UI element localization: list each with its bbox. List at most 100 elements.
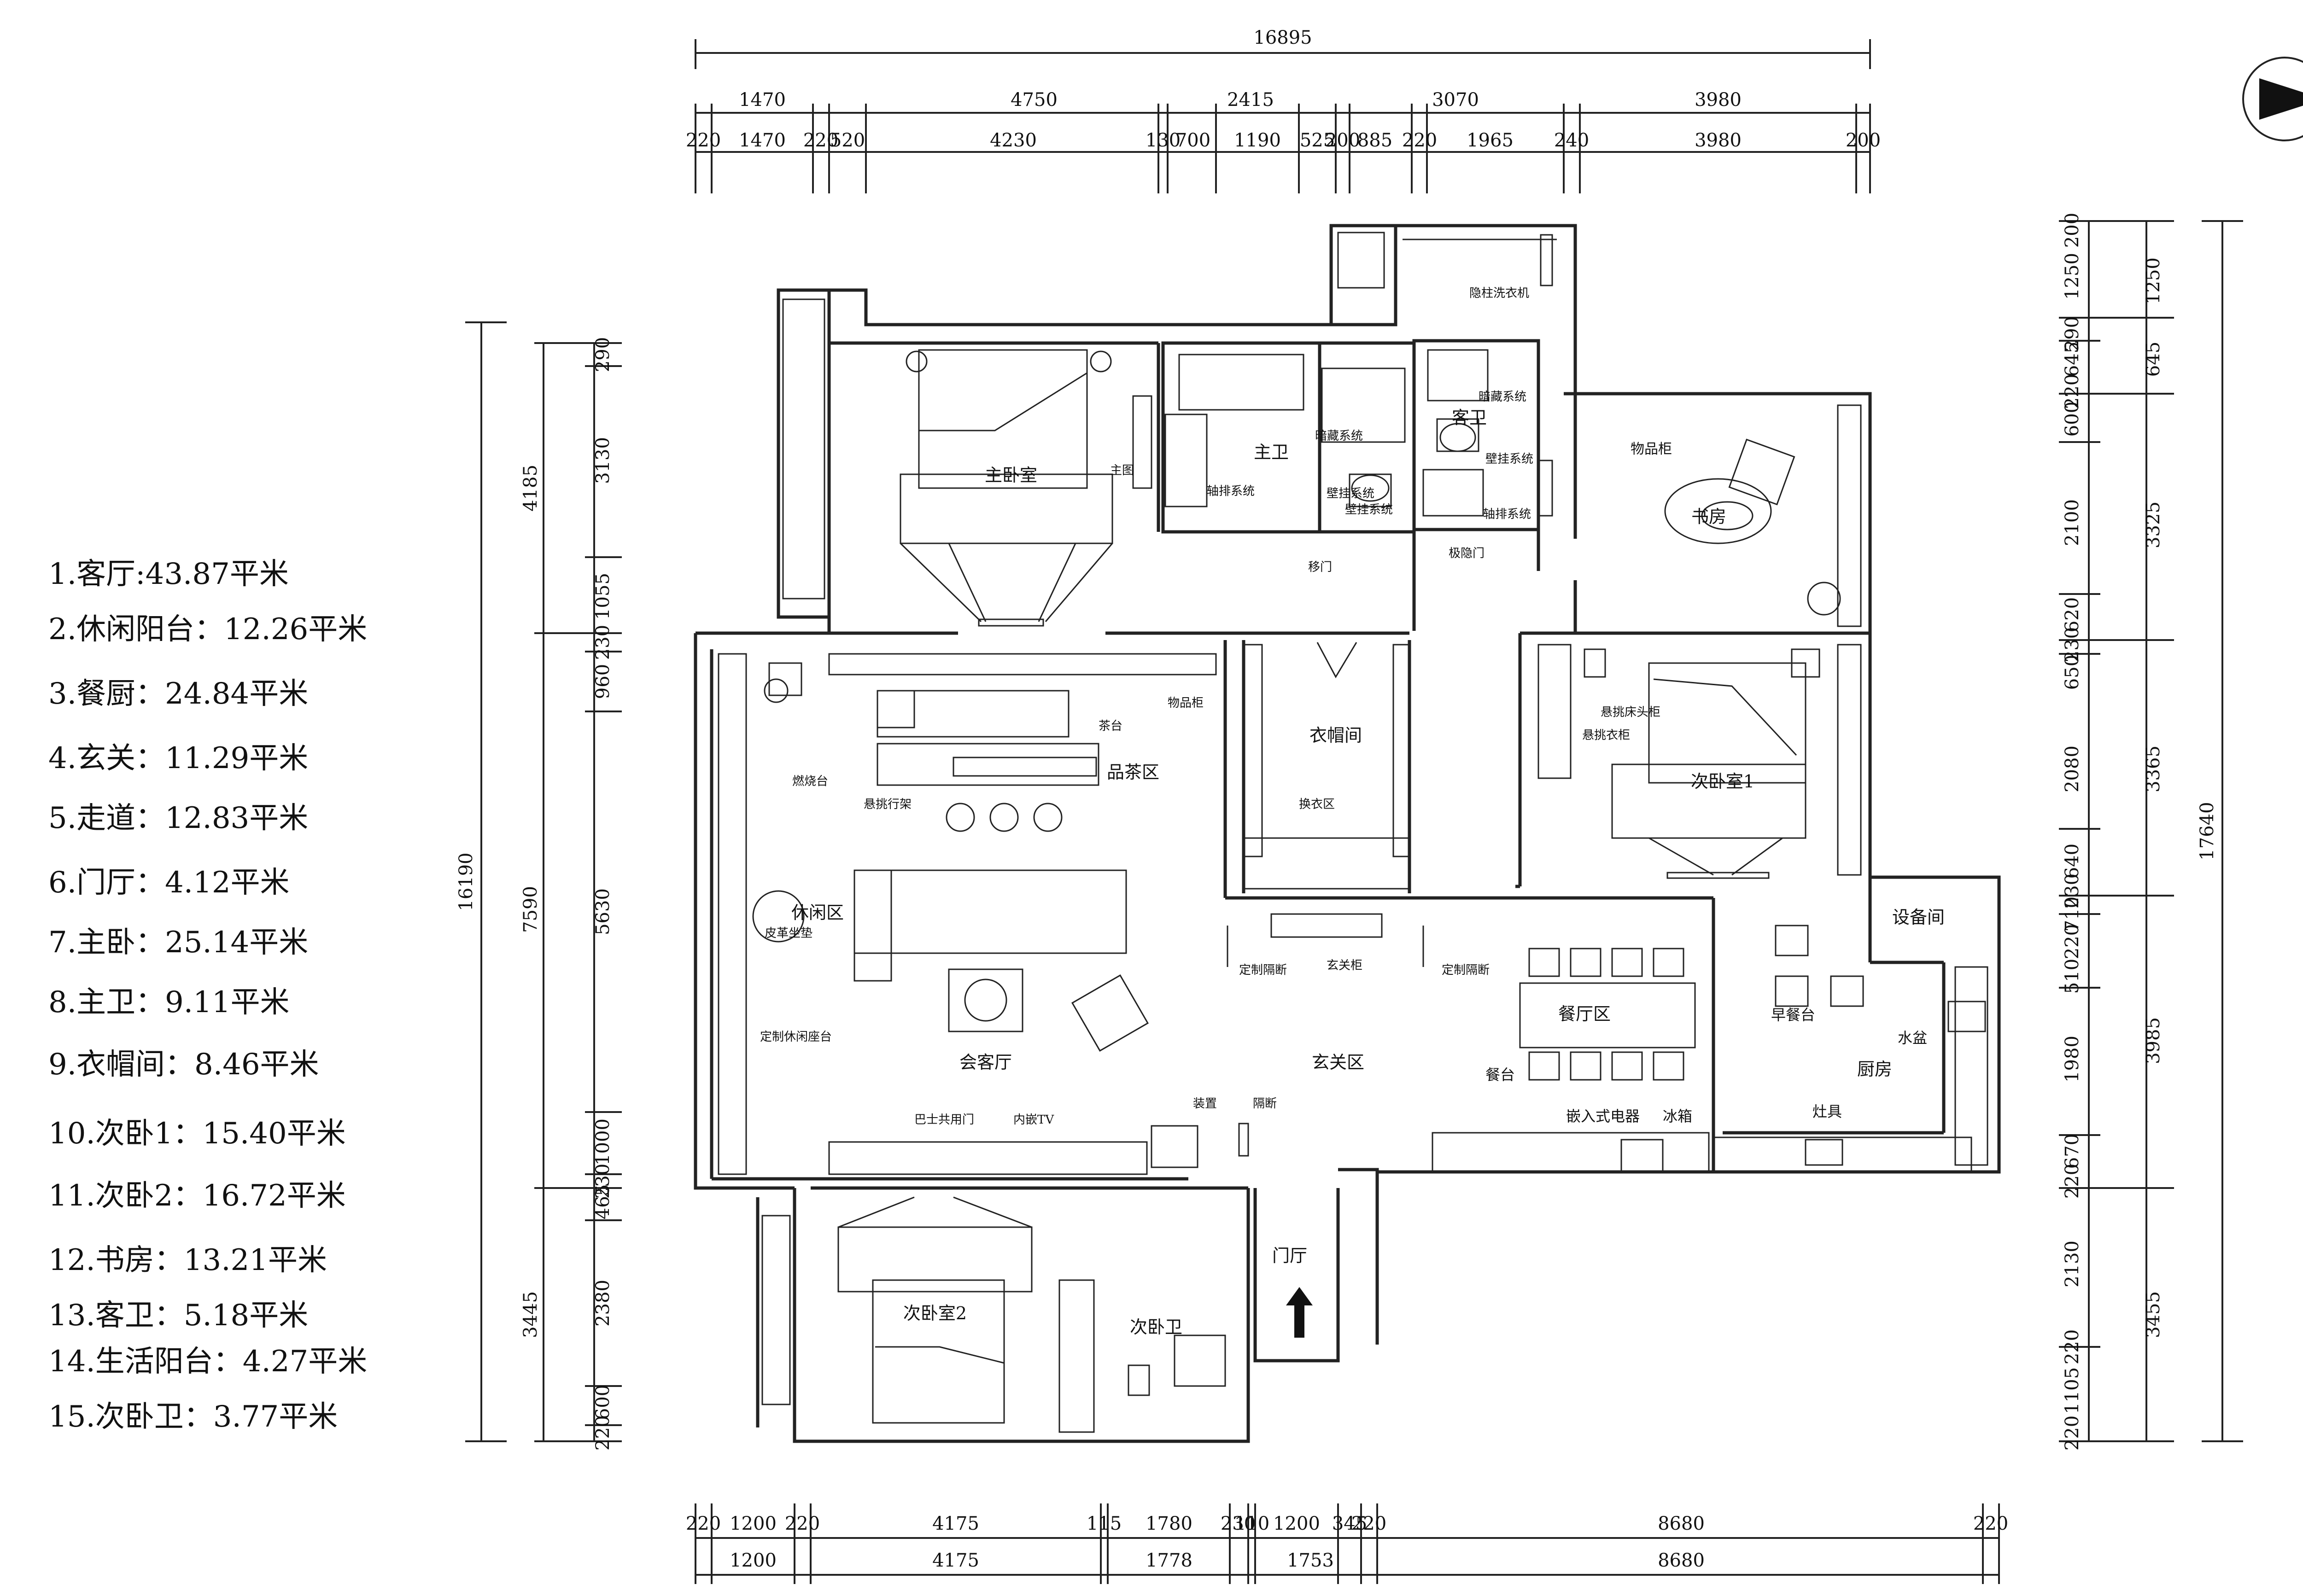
dim-right-row2: 220 (2062, 1329, 2083, 1364)
dim-right-row2: 220 (2062, 374, 2083, 409)
room-bed2-bath: 次卧卫 (1130, 1317, 1182, 1337)
dim-left-row2: 230 (592, 625, 614, 660)
compass-icon (2242, 57, 2303, 141)
note-stove: 灶具 (1812, 1103, 1842, 1120)
dim-right-row1: 1250 (2143, 257, 2164, 304)
room-bed1: 次卧室1 (1691, 771, 1754, 792)
note-fireplace: 燃烧台 (792, 775, 828, 788)
dim-right-row2: 220 (2062, 1164, 2083, 1199)
dim-right-row2: 230 (2062, 627, 2083, 662)
dim-left-row2: 5630 (592, 888, 614, 935)
note-recessed1: 轴排系统 (1207, 484, 1255, 498)
dim-top-row2: 885 (1357, 130, 1392, 151)
note-bedside: 悬挑床头柜 (1601, 705, 1660, 719)
bed2-furniture (837, 1196, 1226, 1433)
living-furniture (752, 653, 1249, 1175)
note-device: 装置 (1193, 1097, 1217, 1111)
dim-top-row2: 240 (1554, 130, 1589, 151)
dim-right-row2: 510 (2062, 959, 2083, 994)
note-tea-table: 茶台 (1099, 719, 1122, 733)
dim-bottom-row1: 230 (1221, 1513, 1256, 1534)
room-bed2: 次卧室2 (903, 1303, 967, 1323)
compass-needle-icon (2259, 78, 2303, 120)
legend-item: 11.次卧2：16.72平米 (48, 1179, 346, 1213)
room-study: 书房 (1691, 507, 1726, 527)
room-cloak: 衣帽间 (1309, 725, 1362, 746)
note-entry-cabinet: 玄关柜 (1327, 959, 1362, 973)
dim-top-row2: 200 (1325, 130, 1360, 151)
note-shelf-cabinet: 物品柜 (1631, 441, 1672, 457)
foyer-arrow-icon (1286, 1287, 1313, 1338)
dim-right-row2: 670 (2062, 1134, 2083, 1169)
dim-right-row2: 230 (2062, 874, 2083, 909)
note-bus-door: 巴士共用门 (914, 1113, 974, 1127)
note-leisure-sofa: 定制休闲座台 (760, 1030, 832, 1044)
dim-bottom-row1: 1200 (730, 1513, 777, 1534)
dim-top-row2: 220 (803, 130, 838, 151)
room-guest-bath: 客卫 (1452, 408, 1487, 428)
dim-right-row1: 3985 (2143, 1017, 2164, 1064)
dim-top-row2: 1190 (1234, 130, 1281, 151)
entry-furniture (1227, 913, 1424, 967)
room-foyer: 门厅 (1272, 1246, 1307, 1266)
dim-top-row2: 220 (1402, 130, 1437, 151)
dim-right-row1: 645 (2143, 342, 2164, 377)
dim-bottom-row1: 4175 (932, 1513, 979, 1534)
legend-item: 12.书房：13.21平米 (48, 1243, 327, 1277)
master-bed-furniture (900, 349, 1208, 627)
dim-top-row2: 3980 (1695, 130, 1742, 151)
room-master-bed: 主卧室 (985, 465, 1037, 485)
legend-item: 14.生活阳台：4.27平米 (48, 1345, 368, 1379)
dim-right-row2: 290 (2062, 316, 2083, 351)
room-kitchen: 厨房 (1857, 1059, 1892, 1079)
dim-right-row2: 600 (2062, 402, 2083, 437)
dim-top-total: 16895 (1253, 27, 1312, 48)
dim-bottom-row2: 4175 (932, 1550, 979, 1571)
dim-bottom-row1: 220 (785, 1513, 820, 1534)
dim-right-row2: 220 (2062, 924, 2083, 959)
dim-left-row2: 230 (592, 1164, 614, 1199)
dim-top-row2: 520 (830, 130, 865, 151)
dim-top-row1: 1470 (739, 89, 786, 111)
legend-item: 1.客厅:43.87平米 (48, 557, 289, 591)
left-dimensions (465, 321, 622, 1442)
note-sliding-door: 移门 (1308, 560, 1332, 574)
legend-item: 10.次卧1：15.40平米 (48, 1117, 346, 1151)
dim-left-row2: 600 (592, 1385, 614, 1420)
dim-top-row1: 3070 (1432, 89, 1479, 111)
dim-bottom-row1: 220 (1351, 1513, 1386, 1534)
legend-item: 4.玄关：11.29平米 (48, 741, 309, 775)
dim-top-row1: 3980 (1695, 89, 1742, 111)
balconies (718, 298, 1988, 1405)
room-entry-zone: 玄关区 (1312, 1052, 1364, 1072)
dim-left-row2: 960 (592, 664, 614, 699)
note-drain2: 暗藏系统 (1479, 390, 1526, 404)
room-equipment: 设备间 (1892, 907, 1945, 927)
kitchen-furniture (1713, 925, 1986, 1173)
dim-right-row1: 3325 (2143, 501, 2164, 548)
dim-bottom-row1: 115 (1087, 1513, 1122, 1534)
note-screen: 隔断 (1253, 1097, 1277, 1111)
dim-left-row2: 1000 (592, 1118, 614, 1165)
dim-top-row2: 220 (686, 130, 721, 151)
legend-item: 8.主卫：9.11平米 (48, 985, 290, 1019)
dim-right-row2: 2100 (2062, 499, 2083, 546)
legend-item: 7.主卧：25.14平米 (48, 926, 309, 960)
dim-right-row2: 650 (2062, 655, 2083, 690)
study-furniture (1664, 438, 1841, 616)
dim-bottom-row1: 1200 (1273, 1513, 1320, 1534)
note-laundry: 隐柱洗衣机 (1469, 286, 1529, 300)
note-drain1: 暗藏系统 (1315, 429, 1363, 443)
note-tv: 内嵌TV (1013, 1113, 1054, 1127)
note-wall-hung2: 壁挂系统 (1485, 452, 1533, 466)
legend-item: 15.次卧卫：3.77平米 (48, 1400, 338, 1434)
dim-left-row2: 1055 (592, 573, 614, 620)
dim-left-row2: 290 (592, 337, 614, 372)
dim-top-row2: 525 (1300, 130, 1335, 151)
room-tea: 品茶区 (1107, 762, 1159, 782)
dim-bottom-row1: 1780 (1146, 1513, 1192, 1534)
room-dining: 餐厅区 (1558, 1004, 1611, 1024)
dim-bottom-row2: 8680 (1658, 1550, 1705, 1571)
right-dimensions (2059, 220, 2243, 1442)
